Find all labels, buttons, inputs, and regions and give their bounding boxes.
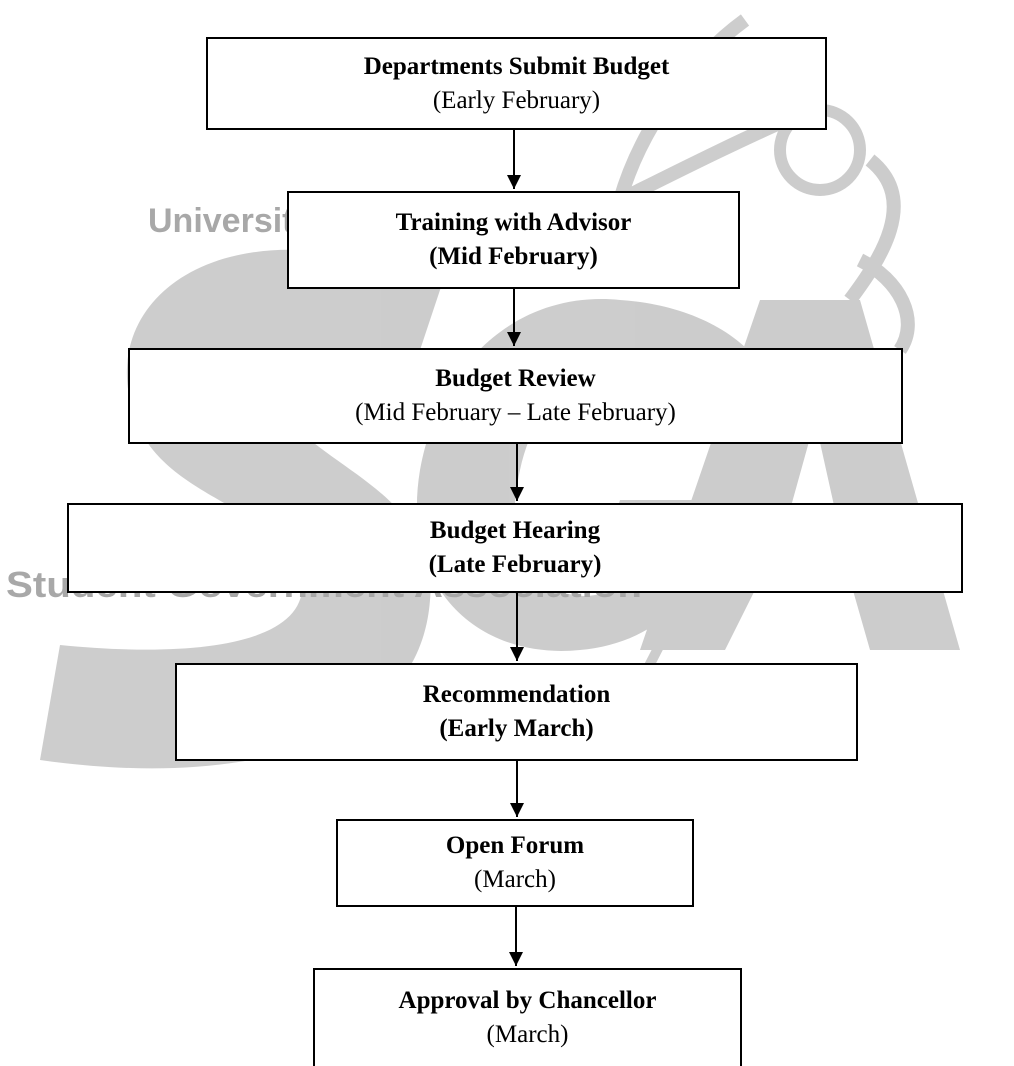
step-title: Training with Advisor <box>395 209 632 236</box>
step-budget-hearing: Budget Hearing (Late February) <box>67 503 963 593</box>
step-departments-submit-budget: Departments Submit Budget (Early Februar… <box>206 37 827 130</box>
step-date: (Mid February) <box>429 243 598 270</box>
step-recommendation: Recommendation (Early March) <box>175 663 858 761</box>
step-title: Approval by Chancellor <box>398 987 657 1014</box>
step-date: (Late February) <box>428 551 602 578</box>
watermark-university-text: University <box>148 202 312 240</box>
step-date: (March) <box>486 1021 569 1048</box>
step-title: Budget Hearing <box>429 517 601 544</box>
step-title: Budget Review <box>435 365 596 392</box>
step-training-with-advisor: Training with Advisor (Mid February) <box>287 191 740 289</box>
step-approval-by-chancellor: Approval by Chancellor (March) <box>313 968 742 1066</box>
step-date: (Early February) <box>432 86 601 114</box>
step-date: (Mid February – Late February) <box>355 399 676 426</box>
step-title: Departments Submit Budget <box>363 52 670 80</box>
step-date: (March) <box>474 866 556 893</box>
step-title: Recommendation <box>422 681 611 708</box>
watermark-mascot-body <box>844 154 915 354</box>
step-title: Open Forum <box>445 832 585 859</box>
step-budget-review: Budget Review (Mid February – Late Febru… <box>128 348 903 444</box>
step-open-forum: Open Forum (March) <box>336 819 694 907</box>
step-date: (Early March) <box>439 715 594 742</box>
